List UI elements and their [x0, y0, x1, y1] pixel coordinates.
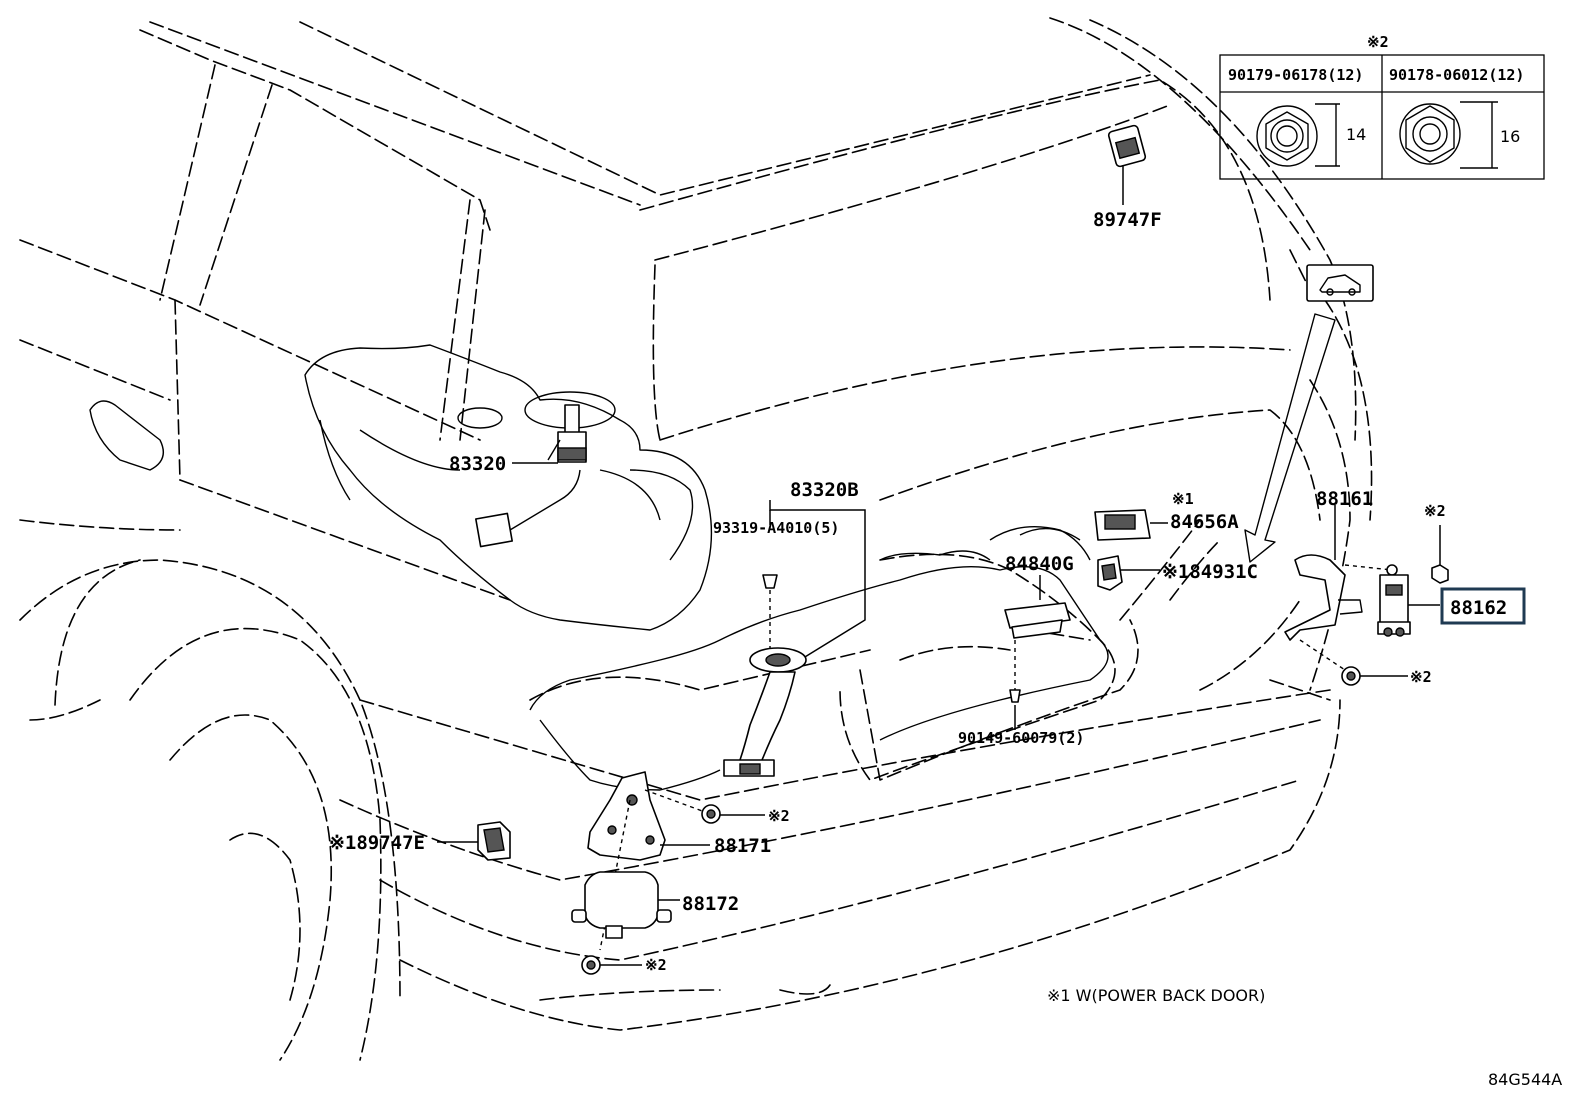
label-88162[interactable]: 88162 — [1450, 597, 1507, 619]
label-83320[interactable]: 83320 — [449, 453, 506, 475]
label-84656A-mark: ※1 — [1172, 490, 1194, 508]
label-84656A[interactable]: 84656A — [1170, 511, 1239, 533]
flange-nut-16-icon — [1399, 101, 1498, 169]
label-88172[interactable]: 88172 — [682, 893, 739, 915]
figure-id: 84G544A — [1488, 1070, 1562, 1089]
part-83320B-assembly[interactable] — [723, 500, 866, 777]
vehicle-body-outline — [19, 17, 1373, 1061]
label-mark2-upper: ※2 — [1424, 502, 1446, 520]
table-header-mark: ※2 — [1367, 33, 1389, 51]
part-88172-module[interactable] — [571, 871, 680, 975]
part-83320-fuel-sender[interactable] — [475, 404, 587, 548]
flange-nut-14-icon — [1256, 103, 1340, 167]
tailgate-direction-arrow — [1244, 313, 1336, 563]
part-labels: 83320 83320B 93319-A4010(5) 89747F ※1 84… — [329, 209, 1507, 974]
label-89747F[interactable]: 89747F — [1093, 209, 1162, 231]
footnote-power-back-door: ※1 W(POWER BACK DOOR) — [1047, 986, 1265, 1005]
label-89747E[interactable]: ※189747E — [329, 832, 425, 854]
part-nut-lower-right[interactable] — [1341, 666, 1408, 686]
label-mark2-88171: ※2 — [768, 807, 790, 825]
label-mark2-88172: ※2 — [645, 956, 667, 974]
table-dim1: 14 — [1346, 125, 1366, 144]
part-88171-bracket[interactable] — [587, 771, 710, 951]
fastener-table: ※2 90179-06178(12) 90178-06012(12) 14 16 — [1219, 33, 1545, 180]
part-88162-sensor[interactable] — [1377, 564, 1526, 637]
label-93319[interactable]: 93319-A4010(5) — [713, 519, 839, 537]
part-nut-upper-right[interactable] — [1431, 525, 1449, 584]
tailgate-icon — [1306, 264, 1374, 302]
fuel-tank-outline — [304, 344, 713, 631]
part-nut-88171[interactable] — [701, 804, 765, 824]
part-84840G-switch[interactable] — [1004, 527, 1081, 730]
label-mark2-lower: ※2 — [1410, 668, 1432, 686]
part-84656A-switch[interactable] — [1094, 509, 1168, 541]
part-84931C-switch[interactable] — [1097, 555, 1160, 591]
label-84840G[interactable]: 84840G — [1005, 553, 1074, 575]
table-col2-partno: 90178-06012(12) — [1389, 66, 1524, 84]
label-90149[interactable]: 90149-60079(2) — [958, 729, 1084, 747]
part-89747F-sensor[interactable] — [1107, 124, 1147, 205]
label-83320B[interactable]: 83320B — [790, 479, 859, 501]
table-dim2: 16 — [1500, 127, 1520, 146]
label-88161[interactable]: 88161 — [1316, 488, 1373, 510]
part-89747E-sensor[interactable] — [437, 821, 511, 861]
part-88161-bracket[interactable] — [1284, 505, 1393, 671]
label-84931C[interactable]: ※184931C — [1162, 561, 1258, 583]
label-88171[interactable]: 88171 — [714, 835, 771, 857]
table-col1-partno: 90179-06178(12) — [1228, 66, 1363, 84]
